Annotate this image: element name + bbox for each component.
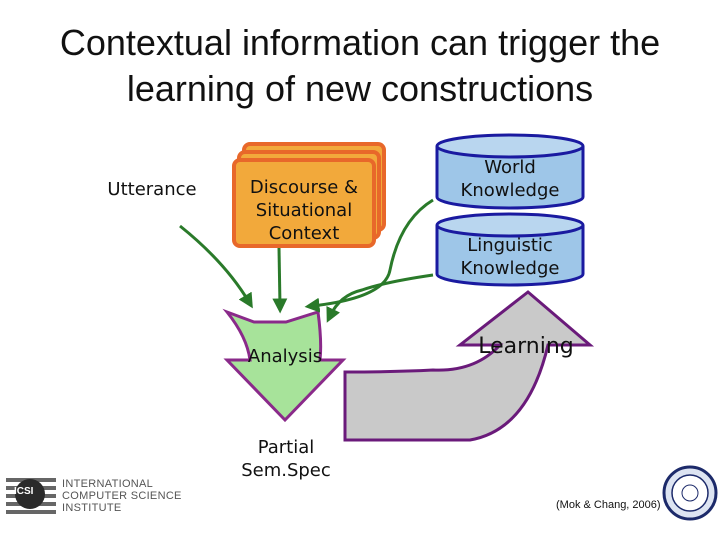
linguistic-knowledge-connector	[326, 273, 434, 323]
context-connector	[272, 247, 288, 314]
citation: (Mok & Chang, 2006)	[556, 499, 661, 511]
linguistic-knowledge-cylinder	[435, 212, 585, 287]
partial-semspec-label: Partial Sem.Spec	[226, 436, 346, 482]
linguistic-knowledge-label: Linguistic Knowledge	[437, 234, 583, 280]
utterance-connector	[179, 224, 253, 309]
slide-title: Contextual information can trigger the l…	[0, 20, 720, 112]
world-knowledge-label: World Knowledge	[437, 156, 583, 202]
icsi-logo-line1: INTERNATIONAL	[62, 478, 154, 490]
context-label-line1: Discourse &	[249, 177, 359, 198]
analysis-label: Analysis	[247, 346, 323, 367]
world-knowledge-label-line1: World	[484, 157, 536, 178]
learning-arrow	[343, 290, 595, 442]
context-box-front	[232, 158, 376, 248]
slide-title-line1: Contextual information can trigger the	[59, 22, 661, 63]
world-knowledge-connector	[304, 198, 434, 313]
world-knowledge-label-line2: Knowledge	[460, 180, 560, 201]
utterance-label: Utterance	[107, 179, 197, 200]
icsi-logo-text: INTERNATIONAL COMPUTER SCIENCE INSTITUTE	[62, 478, 182, 514]
partial-semspec-label-line2: Sem.Spec	[241, 460, 331, 481]
icsi-logo-line2: COMPUTER SCIENCE	[62, 490, 182, 502]
linguistic-knowledge-label-line1: Linguistic	[467, 235, 553, 256]
context-label-line2: Situational	[255, 200, 353, 221]
slide-title-line2: learning of new constructions	[126, 68, 594, 109]
icsi-logo-line3: INSTITUTE	[62, 502, 122, 514]
world-knowledge-cylinder	[435, 133, 585, 210]
icsi-logo-mark	[6, 478, 56, 514]
analysis-arrow	[222, 308, 347, 423]
partial-semspec-label-line1: Partial	[257, 437, 315, 458]
university-seal-icon	[662, 465, 718, 521]
context-label: Discourse & Situational Context	[234, 176, 374, 245]
linguistic-knowledge-label-line2: Knowledge	[460, 258, 560, 279]
learning-label: Learning	[478, 334, 574, 359]
context-label-line3: Context	[268, 223, 340, 244]
icsi-logo-mark-text: ICSI	[14, 486, 34, 497]
